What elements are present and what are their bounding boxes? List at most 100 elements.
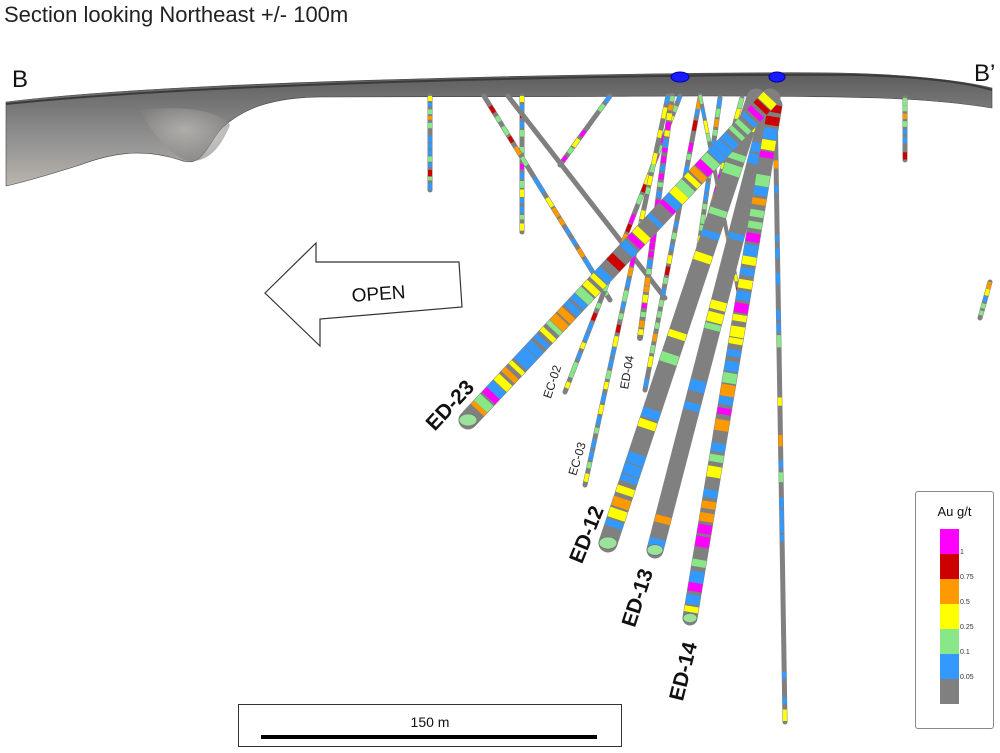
assay-interval (704, 182, 710, 193)
assay-interval (737, 97, 744, 109)
assay-interval (708, 206, 728, 219)
assay-interval (576, 247, 586, 258)
assay-interval (566, 146, 575, 155)
assay-interval (677, 423, 695, 435)
assay-interval (594, 427, 600, 434)
assay-interval (687, 142, 694, 153)
assay-interval (648, 251, 654, 258)
assay-interval (692, 546, 709, 560)
assay-interval (585, 120, 593, 130)
assay-interval (579, 129, 587, 138)
assay-interval (673, 434, 692, 449)
assay-interval (700, 228, 721, 242)
assay-interval (665, 121, 672, 131)
assay-interval (646, 212, 664, 229)
assay-interval (747, 152, 766, 167)
assay-interval (709, 299, 728, 312)
legend-swatch (940, 554, 959, 579)
assay-interval (551, 207, 561, 218)
assay-interval (584, 195, 611, 228)
assay-interval (978, 310, 984, 316)
assay-interval (641, 303, 648, 309)
assay-interval (695, 158, 714, 178)
assay-interval (627, 267, 634, 277)
assay-interval (604, 517, 624, 531)
assay-interval (591, 438, 597, 448)
assay-interval (751, 197, 767, 206)
assay-interval (482, 94, 492, 106)
legend-tick-label: 0.25 (960, 624, 974, 631)
assay-interval (729, 220, 748, 234)
assay-interval (714, 418, 730, 432)
assay-interval (645, 187, 651, 195)
assay-interval (667, 328, 687, 342)
assay-interval (727, 231, 745, 242)
assay-interval (520, 156, 529, 167)
assay-interval (659, 199, 676, 215)
assay-interval (549, 313, 569, 332)
assay-interval (643, 285, 650, 293)
hole-label-ed-14: ED-14 (665, 639, 702, 703)
assay-interval (665, 468, 684, 480)
assay-interval (698, 94, 704, 105)
assay-interval (691, 367, 710, 380)
assay-interval (982, 295, 988, 303)
collar-left (670, 71, 690, 83)
assay-interval (756, 162, 773, 175)
legend-tick-label: 0.05 (960, 674, 974, 681)
assay-interval (557, 306, 576, 325)
assay-interval (733, 274, 738, 282)
assay-interval (663, 192, 683, 211)
assay-interval (762, 127, 779, 141)
terrain-crest (5, 73, 993, 105)
assay-interval (605, 370, 612, 380)
assay-interval (644, 395, 665, 410)
assay-interval (590, 312, 598, 322)
assay-interval (703, 217, 724, 233)
assay-interval (738, 186, 757, 201)
assay-interval (615, 484, 636, 498)
assay-interval (620, 301, 627, 310)
assay-interval (735, 290, 751, 302)
assay-interval (716, 97, 722, 108)
legend-swatch (940, 679, 959, 704)
assay-interval (688, 570, 705, 585)
assay-interval (691, 120, 698, 132)
assay-interval (656, 190, 662, 198)
assay-interval (651, 152, 658, 165)
assay-interval (741, 175, 760, 190)
assay-interval (661, 107, 668, 119)
assay-interval (589, 272, 607, 290)
assay-interval (526, 166, 534, 175)
assay-interval (720, 254, 739, 269)
assay-interval (712, 430, 728, 441)
assay-interval (640, 311, 646, 318)
legend-swatch (940, 629, 959, 654)
legend-swatch (940, 579, 959, 604)
assay-interval (619, 239, 639, 258)
assay-interval (734, 108, 741, 120)
assay-interval (744, 163, 763, 178)
assay-interval (506, 94, 534, 129)
assay-interval (640, 184, 648, 193)
assay-interval (666, 112, 673, 121)
legend-tick-label: 1 (960, 549, 964, 556)
assay-interval (694, 535, 711, 549)
assay-interval (713, 138, 733, 158)
open-arrow-label: OPEN (351, 282, 406, 307)
assay-interval (564, 381, 571, 389)
assay-interval (658, 118, 666, 130)
assay-interval (564, 227, 572, 236)
assay-interval (663, 339, 684, 354)
assay-interval (607, 506, 628, 522)
assay-interval (697, 523, 713, 536)
assay-interval (647, 355, 654, 368)
assay-interval (637, 417, 658, 432)
assay-interval (486, 380, 507, 400)
assay-interval (760, 138, 777, 152)
assay-interval (639, 209, 646, 220)
assay-interval (741, 111, 758, 128)
assay-interval (622, 290, 629, 302)
assay-interval (557, 217, 566, 226)
